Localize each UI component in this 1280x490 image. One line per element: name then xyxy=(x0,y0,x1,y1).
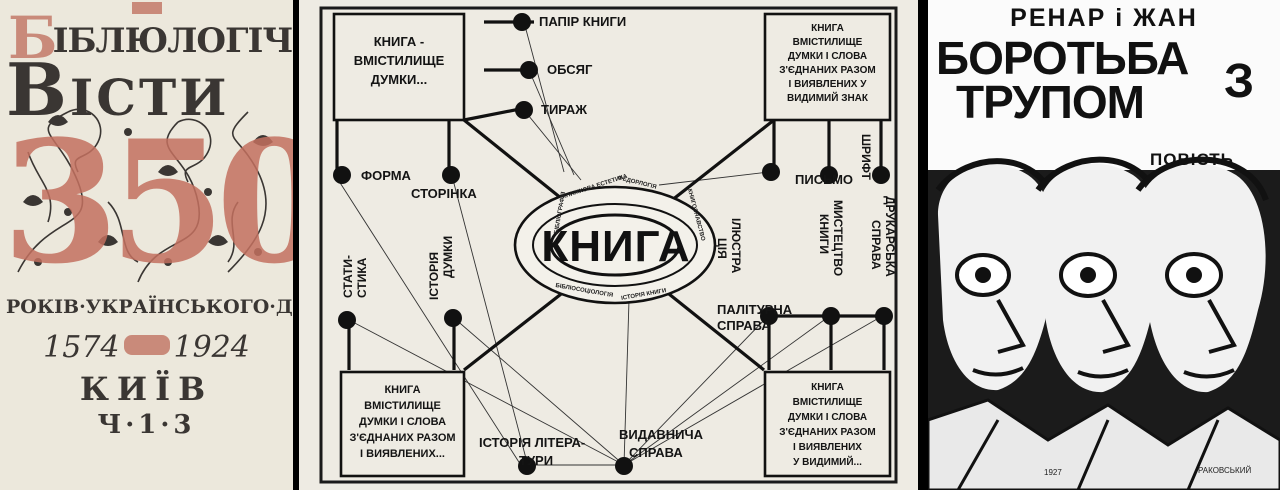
years-range: 1574 1924 xyxy=(0,330,293,365)
book-science-diagram: КНИЖКОВА ЕСТЕТИКА ФЕДОРЛОГІЯ БІБЛІОГРАФІ… xyxy=(299,0,918,490)
title-line-2: ВІСТИ xyxy=(6,47,230,132)
node-print-run: ТИРАЖ xyxy=(541,102,587,117)
city: КИЇВ xyxy=(79,370,214,408)
node-form: ФОРМА xyxy=(361,168,411,183)
year-start: 1574 xyxy=(43,330,120,365)
node-volume: ОБСЯГ xyxy=(547,62,593,77)
node-page: СТОРІНКА xyxy=(411,186,477,201)
right-book-cover: РЕНАР і ЖАН БОРОТЬБА ТРУПОМ З ПОВІСТЬ 19… xyxy=(928,0,1280,490)
center-label: КНИГА xyxy=(541,222,691,271)
node-font: ШРИФТ xyxy=(859,134,873,180)
genre: ПОВІСТЬ xyxy=(1150,150,1234,169)
floral-ornament xyxy=(17,108,273,283)
node-literature-history: ІСТОРІЯ ЛІТЕРА-ТУРИ xyxy=(479,435,586,468)
diagram-lines xyxy=(319,6,898,484)
book-title: БОРОТЬБА ТРУПОМ xyxy=(936,32,1189,128)
title-z: З xyxy=(1224,55,1255,108)
ornament-divider xyxy=(123,335,170,355)
title-line-1: БІБЛЮЛОГІЧНІ xyxy=(8,4,293,72)
issue-part: Ч·1·3 xyxy=(97,410,196,440)
library-stamp xyxy=(132,2,162,14)
node-statistics: СТАТИ-СТИКА xyxy=(341,255,369,298)
anniversary-number: 350 xyxy=(2,103,293,301)
year-end: 1924 xyxy=(173,330,250,365)
left-book-cover: БІБЛЮЛОГІЧНІ ВІСТИ 350 РОКІВ·УКРАЇНСЬКОГ… xyxy=(0,0,293,490)
author: РЕНАР і ЖАН xyxy=(1010,4,1198,32)
artist-signature: РАКОВСЬКИЙ xyxy=(1198,466,1252,475)
node-paper: ПАПІР КНИГИ xyxy=(539,14,627,29)
cover-year: 1927 xyxy=(1044,468,1062,477)
subtitle: РОКІВ·УКРАЇНСЬКОГО·ДРУКУ xyxy=(6,296,293,318)
three-faces-illustration xyxy=(928,156,1280,490)
node-writing: ПИСЬМО xyxy=(795,172,854,187)
